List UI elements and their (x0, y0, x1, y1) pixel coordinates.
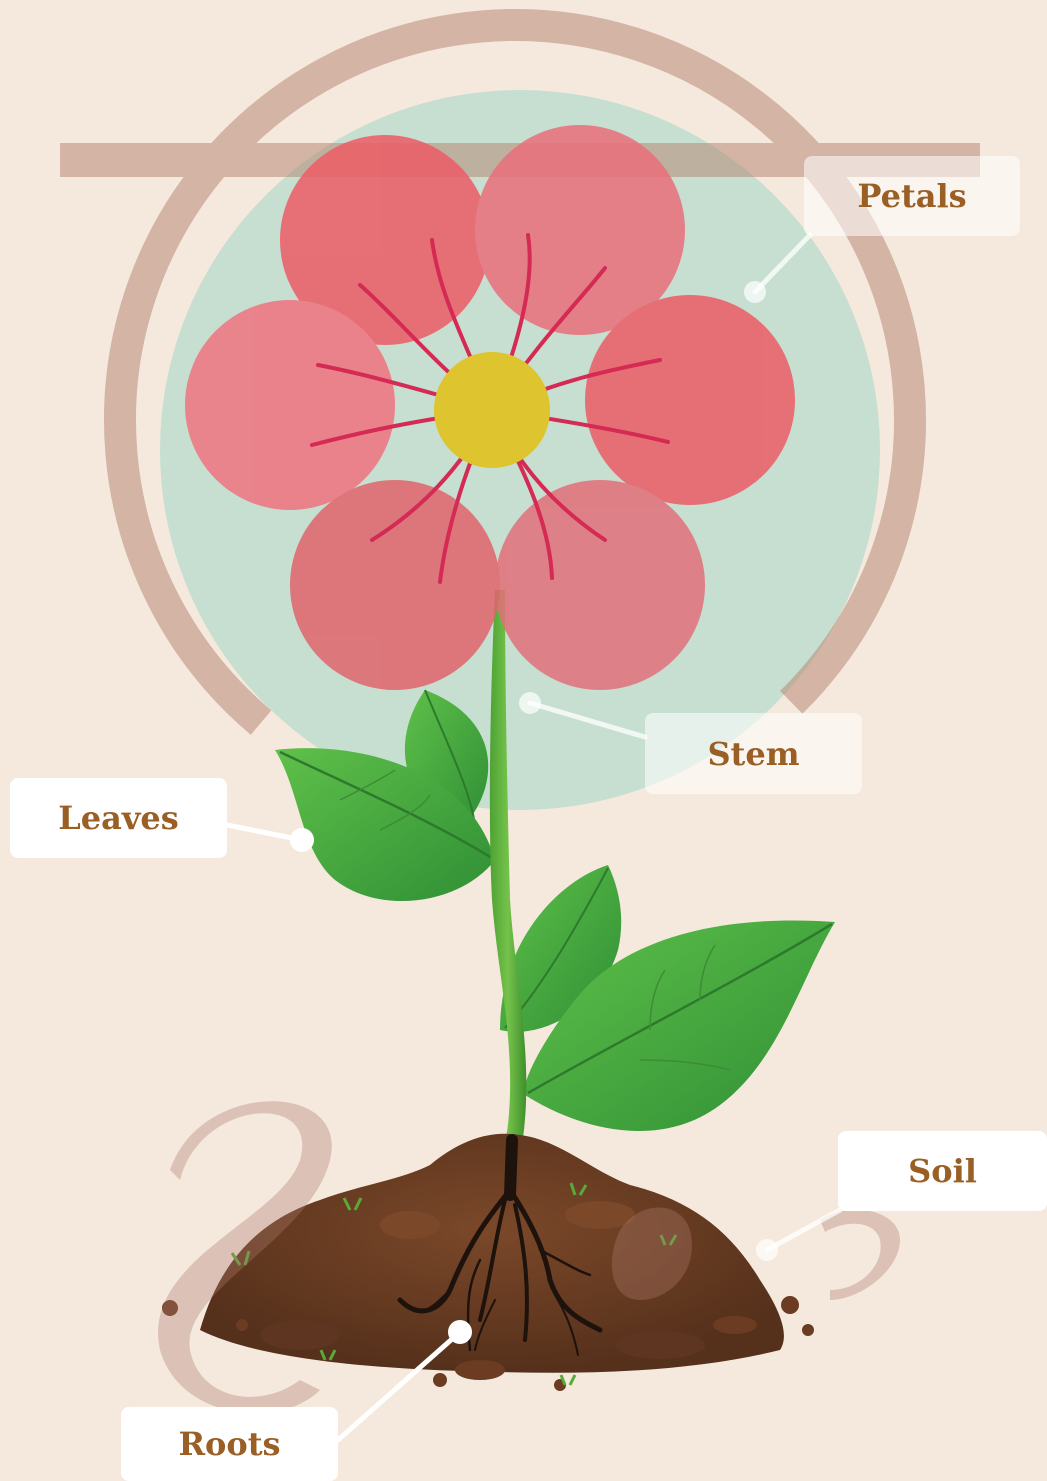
stem-pointer-dot (519, 692, 541, 714)
leaves-pointer-dot (290, 828, 314, 852)
soil (162, 1134, 814, 1391)
stem-label: Stem (645, 713, 862, 794)
petals-label: Petals (804, 156, 1020, 236)
roots-pointer-dot (448, 1320, 472, 1344)
roots-label: Roots (121, 1407, 338, 1481)
petals-pointer-dot (744, 281, 766, 303)
flower-center (434, 352, 550, 468)
soil-pointer-dot (756, 1239, 778, 1261)
soil-label: Soil (838, 1131, 1047, 1211)
leaves-label: Leaves (10, 778, 227, 858)
